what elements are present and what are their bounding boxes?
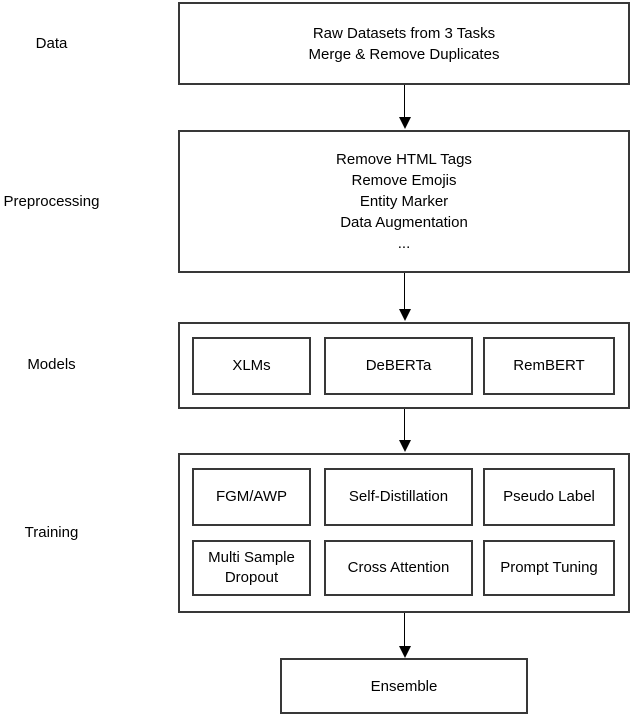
preprocessing-line: Remove HTML Tags <box>336 151 472 168</box>
flow-arrow-training-to-ensemble <box>398 613 411 658</box>
models-box: XLMs DeBERTa RemBERT <box>178 322 630 409</box>
arrow-head-down-icon <box>398 309 411 321</box>
data-box-line: Merge & Remove Duplicates <box>308 45 500 63</box>
training-item-fgm-awp: FGM/AWP <box>192 468 311 526</box>
flow-arrow-models-to-training <box>398 409 411 452</box>
ensemble-box: Ensemble <box>280 658 528 714</box>
stage-label-preprocessing: Preprocessing <box>3 193 100 210</box>
model-item-xlms: XLMs <box>192 337 311 395</box>
stage-label-training: Training <box>24 524 79 541</box>
arrow-stem <box>403 273 406 309</box>
data-box: Raw Datasets from 3 Tasks Merge & Remove… <box>178 2 630 85</box>
stage-label-data: Data <box>35 35 68 52</box>
preprocessing-line: Entity Marker <box>359 193 449 210</box>
data-box-line: Raw Datasets from 3 Tasks <box>312 24 496 42</box>
preprocessing-line: Data Augmentation <box>340 214 468 231</box>
training-item-pseudo-label: Pseudo Label <box>483 468 615 526</box>
ensemble-label: Ensemble <box>370 677 438 695</box>
training-item-cross-attention: Cross Attention <box>324 540 473 596</box>
preprocessing-box: Remove HTML Tags Remove Emojis Entity Ma… <box>178 130 630 273</box>
arrow-stem <box>403 85 406 117</box>
preprocessing-line: ... <box>397 235 411 252</box>
arrow-stem <box>403 409 406 440</box>
stage-label-models: Models <box>27 356 76 373</box>
training-box: FGM/AWP Self-Distillation Pseudo Label M… <box>178 453 630 613</box>
model-item-deberta: DeBERTa <box>324 337 473 395</box>
training-item-self-distillation: Self-Distillation <box>324 468 473 526</box>
arrow-stem <box>403 613 406 646</box>
flow-arrow-data-to-preprocessing <box>398 85 411 129</box>
flow-arrow-preprocessing-to-models <box>398 273 411 321</box>
arrow-head-down-icon <box>398 646 411 658</box>
arrow-head-down-icon <box>398 440 411 452</box>
training-item-prompt-tuning: Prompt Tuning <box>483 540 615 596</box>
arrow-head-down-icon <box>398 117 411 129</box>
model-item-rembert: RemBERT <box>483 337 615 395</box>
training-item-multi-sample-dropout: Multi Sample Dropout <box>192 540 311 596</box>
preprocessing-line: Remove Emojis <box>351 172 457 189</box>
